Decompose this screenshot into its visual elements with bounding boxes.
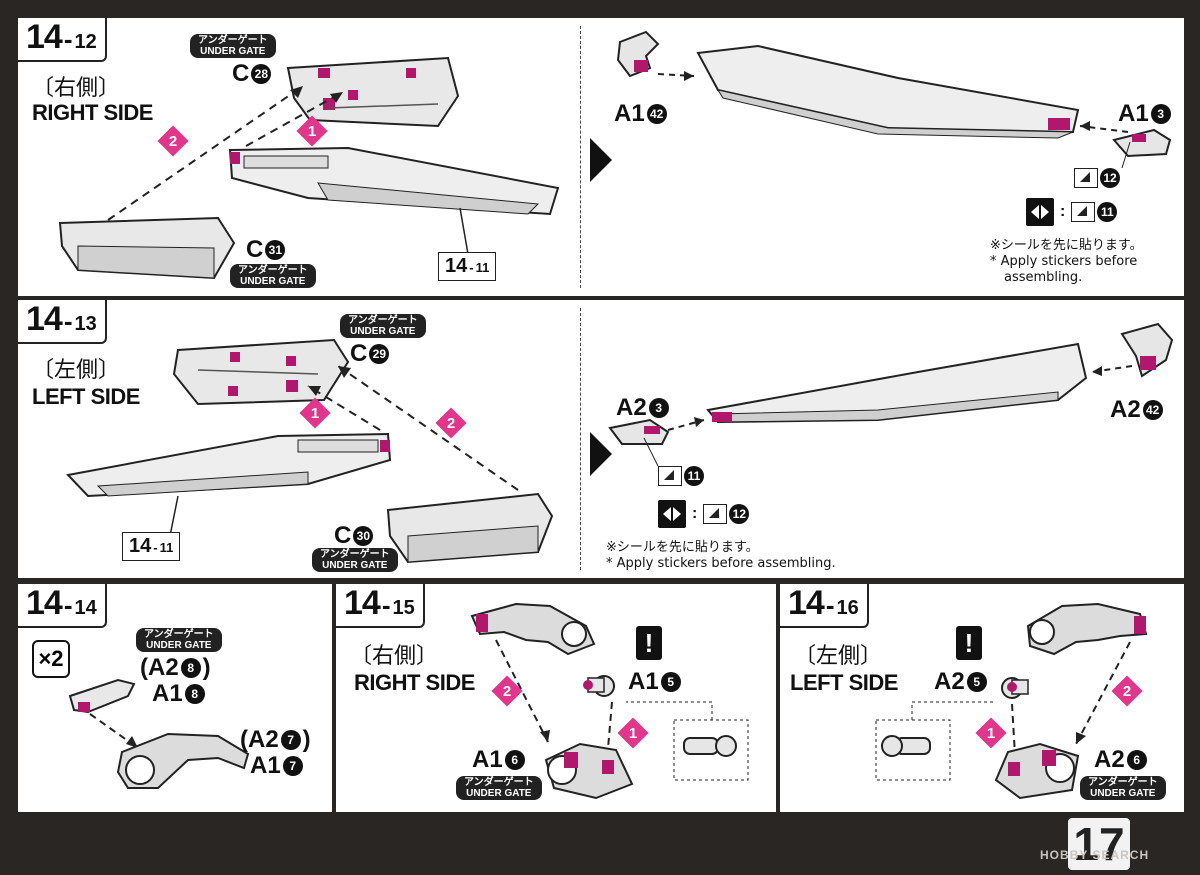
side-label-en: RIGHT SIDE [32, 100, 153, 125]
detail-joint-shape [683, 735, 737, 757]
assembly-illustration [875, 602, 1148, 800]
long-body-shape [228, 146, 560, 216]
part-c31-shape [58, 216, 236, 280]
quantity-x2-badge: ×2 [32, 640, 70, 678]
page-number: 17 [1068, 818, 1130, 870]
step-number: 14-13 [18, 300, 107, 344]
small-part-a1-8-shape [68, 678, 136, 714]
assembly-illustration [66, 322, 1174, 564]
sticker-12-row: :12 [658, 500, 750, 528]
panel-step-14-12: 14-12 〔右側〕 RIGHT SIDE [18, 18, 1184, 296]
caution-icon: ! [956, 626, 982, 660]
step-badge-1: 1 [296, 115, 328, 147]
side-label-jp: 〔左側〕 [794, 644, 883, 669]
ref-step-14-11: 14-11 [122, 532, 181, 561]
panel-step-14-13: 14-13 〔左側〕 LEFT SIDE [18, 300, 1184, 578]
part-a1-42-shape [616, 30, 660, 78]
side-label-jp: 〔左側〕 [32, 358, 121, 383]
next-arrow [590, 138, 612, 182]
part-c29-shape [172, 338, 350, 406]
arm-part-a1-7-shape [116, 732, 250, 789]
panel-divider [580, 26, 581, 288]
part-c30-shape [386, 492, 554, 564]
step-number: 14-12 [18, 18, 107, 62]
step-badge-1: 1 [975, 717, 1007, 749]
side-label-en: LEFT SIDE [32, 384, 140, 409]
side-label-jp: 〔右側〕 [350, 644, 439, 669]
step-badge-2: 2 [157, 125, 189, 157]
step-badge-1: 1 [299, 397, 331, 429]
base-part-a2-6-shape [994, 742, 1080, 800]
watermark: HOBBY SEARCH [1040, 848, 1150, 862]
part-c28-shape [286, 56, 460, 128]
step-badge-2: 2 [491, 675, 523, 707]
arm-part-shape [1026, 602, 1148, 656]
assembled-body-shape [706, 342, 1088, 424]
detail-joint-shape [881, 735, 931, 757]
part-a1-3-shape [1112, 128, 1172, 158]
arm-part-shape [470, 602, 596, 656]
joint-part-a2-5-shape [1001, 677, 1029, 699]
assembled-body-shape [696, 44, 1080, 139]
step-number: 14-15 [336, 584, 425, 628]
side-label-en: RIGHT SIDE [354, 670, 475, 695]
ref-step-14-11: 14-11 [438, 252, 497, 281]
sticker-icon [658, 466, 682, 486]
part-a2-42-shape [1120, 322, 1174, 378]
next-arrow [590, 432, 612, 476]
step-badge-2: 2 [435, 407, 467, 439]
assembly-illustration [58, 30, 1172, 280]
reverse-side-icon [658, 500, 686, 528]
assembly-illustration [470, 602, 749, 800]
step-badge-1: 1 [617, 717, 649, 749]
caution-icon: ! [636, 626, 662, 660]
step-badge-2: 2 [1111, 675, 1143, 707]
joint-part-a1-5-shape [583, 675, 615, 697]
reverse-side-icon [1026, 198, 1054, 226]
sticker-12-row: 12 [1074, 168, 1120, 188]
sticker-icon [703, 504, 728, 524]
long-body-shape [66, 432, 392, 498]
sticker-11-row: 11 [658, 466, 704, 486]
side-label-en: LEFT SIDE [790, 670, 898, 695]
base-part-a1-6-shape [544, 742, 634, 800]
assembly-illustration [68, 678, 250, 789]
sticker-11-row: :11 [1026, 198, 1118, 226]
sticker-note: ※シールを先に貼ります。* Apply stickers before asse… [606, 540, 836, 571]
side-label-jp: 〔右側〕 [32, 76, 121, 101]
part-a2-3-shape [608, 418, 670, 445]
step-number: 14-16 [780, 584, 869, 628]
panel-divider [580, 308, 581, 570]
sticker-icon [1074, 168, 1098, 188]
step-number: 14-14 [18, 584, 107, 628]
sticker-icon [1071, 202, 1096, 222]
